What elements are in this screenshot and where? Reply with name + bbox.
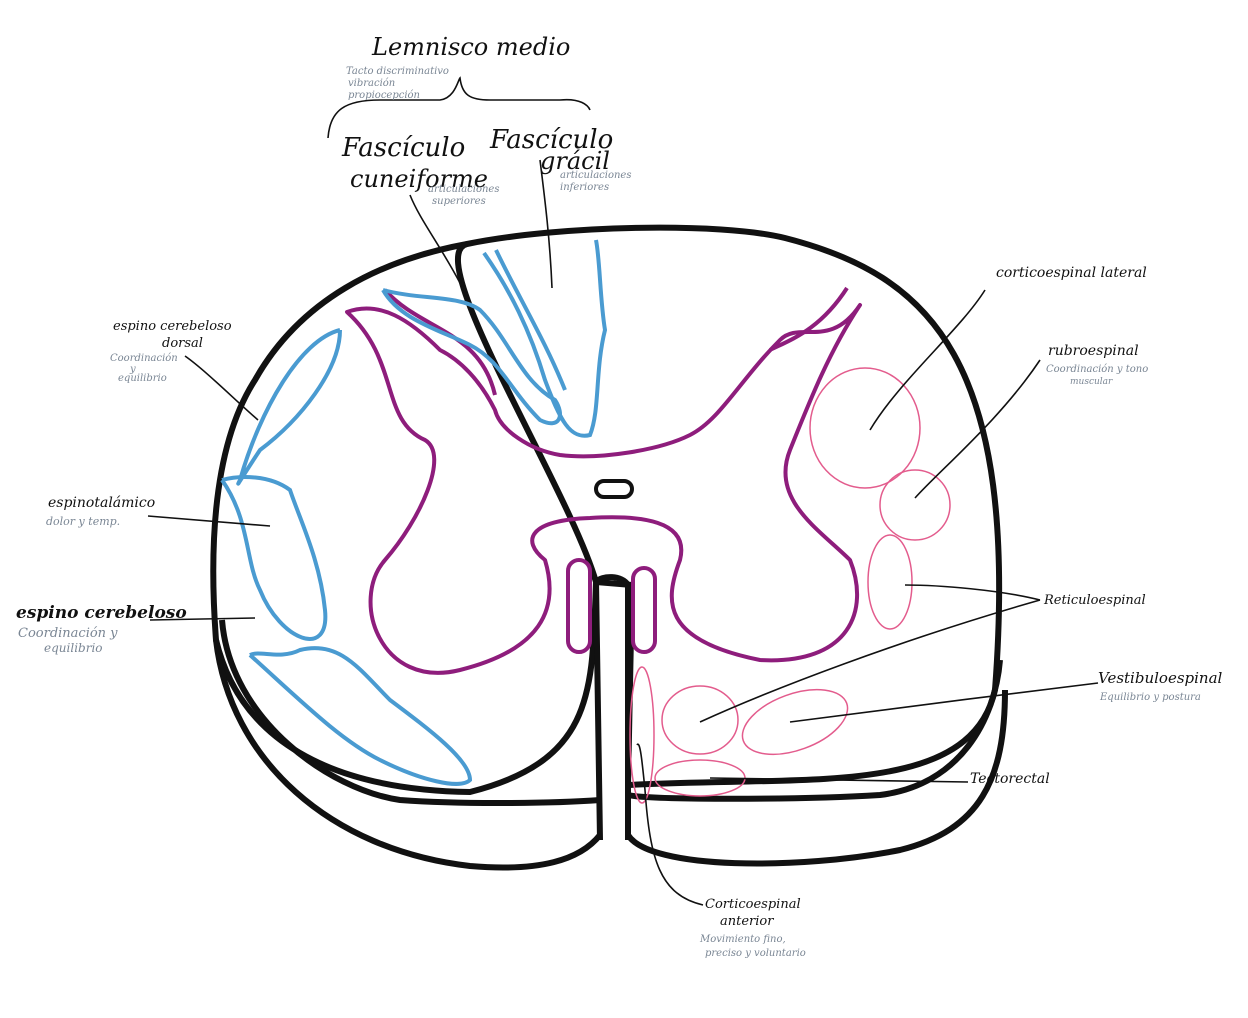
note-espinotalamico: dolor y temp. [46, 515, 121, 528]
leader-espinocerebeloso [149, 617, 256, 621]
label-fasciculo-cuneiforme-2: cuneiforme [350, 165, 488, 193]
note-espinocerebeloso-dorsal-3: equilibrio [118, 373, 167, 384]
gray-matter [345, 303, 862, 675]
leader-cuneiforme [409, 194, 461, 284]
note-espinocerebeloso-1: Coordinación y [18, 626, 118, 641]
spinocerebellar-tract [248, 646, 473, 786]
leader-corticoespinal-lateral [869, 289, 986, 431]
label-espinocerebeloso-dorsal-2: dorsal [162, 336, 203, 351]
note-vestibuloespinal: Equilibrio y postura [1100, 692, 1201, 703]
label-fasciculo-gracil-2: grácil [540, 147, 610, 175]
spinothalamic-tract [220, 475, 328, 641]
label-fasciculo-cuneiforme-1: Fascículo [342, 133, 466, 163]
label-vestibuloespinal: Vestibuloespinal [1098, 669, 1223, 687]
note-rubroespinal-2: muscular [1070, 377, 1113, 387]
vestibulospinal-tract [741, 688, 849, 756]
leader-vestibuloespinal [789, 682, 1099, 723]
note-cuneiforme-2: superiores [432, 196, 486, 207]
note-gracil-2: inferiores [560, 182, 610, 193]
note-lemnisco-1: Tacto discriminativo [346, 66, 449, 77]
reticulospinal-tract-anterior [661, 685, 739, 755]
note-lemnisco-3: propiocepción [348, 90, 421, 101]
leader-gracil [539, 159, 553, 289]
note-espinocerebeloso-dorsal-1: Coordinación [110, 353, 178, 364]
gracile-tract [482, 239, 608, 438]
cord-outline-right-lower-2 [625, 689, 1008, 867]
cord-outline-lower [219, 619, 601, 807]
leader-corticoespinal-anterior [636, 743, 704, 906]
note-corticoespinal-anterior-1: Movimiento fino, [700, 934, 786, 945]
lemnisco-brace [327, 76, 591, 139]
cord-outline-lower-2 [213, 639, 603, 871]
note-corticoespinal-anterior-2: preciso y voluntario [705, 948, 806, 959]
note-rubroespinal-1: Coordinación y tono [1046, 364, 1149, 375]
leader-reticuloespinal-1 [904, 584, 1041, 601]
label-corticoespinal-anterior-1: Corticoespinal [705, 897, 801, 912]
anterior-corticospinal-tract [629, 666, 655, 804]
label-tectorectal: Tectorectal [970, 771, 1050, 787]
note-espinocerebeloso-2: equilibrio [44, 641, 103, 655]
anterior-column-right [631, 566, 657, 654]
label-rubroespinal: rubroespinal [1048, 343, 1139, 359]
leader-espinocerebeloso-dorsal [184, 355, 259, 421]
note-lemnisco-2: vibración [348, 78, 396, 89]
note-gracil-1: articulaciones [560, 170, 632, 181]
central-canal [594, 479, 634, 499]
label-corticoespinal-lateral: corticoespinal lateral [996, 265, 1147, 281]
lateral-corticospinal-tract [809, 367, 921, 489]
cord-outline-right-lower [627, 659, 1003, 802]
anterior-fissure [593, 574, 631, 841]
label-fasciculo-gracil-1: Fascículo [490, 125, 614, 155]
leader-reticuloespinal-2 [699, 599, 1041, 723]
label-espinocerebeloso: espino cerebeloso [16, 603, 187, 623]
anterior-column-left [566, 558, 592, 654]
leader-tectorectal [709, 777, 969, 783]
leader-rubroespinal [914, 359, 1041, 499]
note-cuneiforme-1: articulaciones [428, 184, 500, 195]
label-lemnisco-medio: Lemnisco medio [372, 33, 571, 61]
label-espinotalamico: espinotalámico [48, 495, 156, 511]
note-espinocerebeloso-dorsal-2: y [130, 364, 136, 375]
dorsal-spinocerebellar-tract [236, 328, 342, 486]
label-corticoespinal-anterior-2: anterior [720, 914, 774, 929]
cord-outline [454, 224, 1003, 788]
label-espinocerebeloso-dorsal-1: espino cerebeloso [113, 319, 232, 334]
reticulospinal-tract-lateral [867, 534, 913, 630]
rubrospinal-tract [879, 469, 951, 541]
label-reticuloespinal: Reticuloespinal [1044, 593, 1146, 608]
leader-espinotalamico [147, 515, 271, 527]
